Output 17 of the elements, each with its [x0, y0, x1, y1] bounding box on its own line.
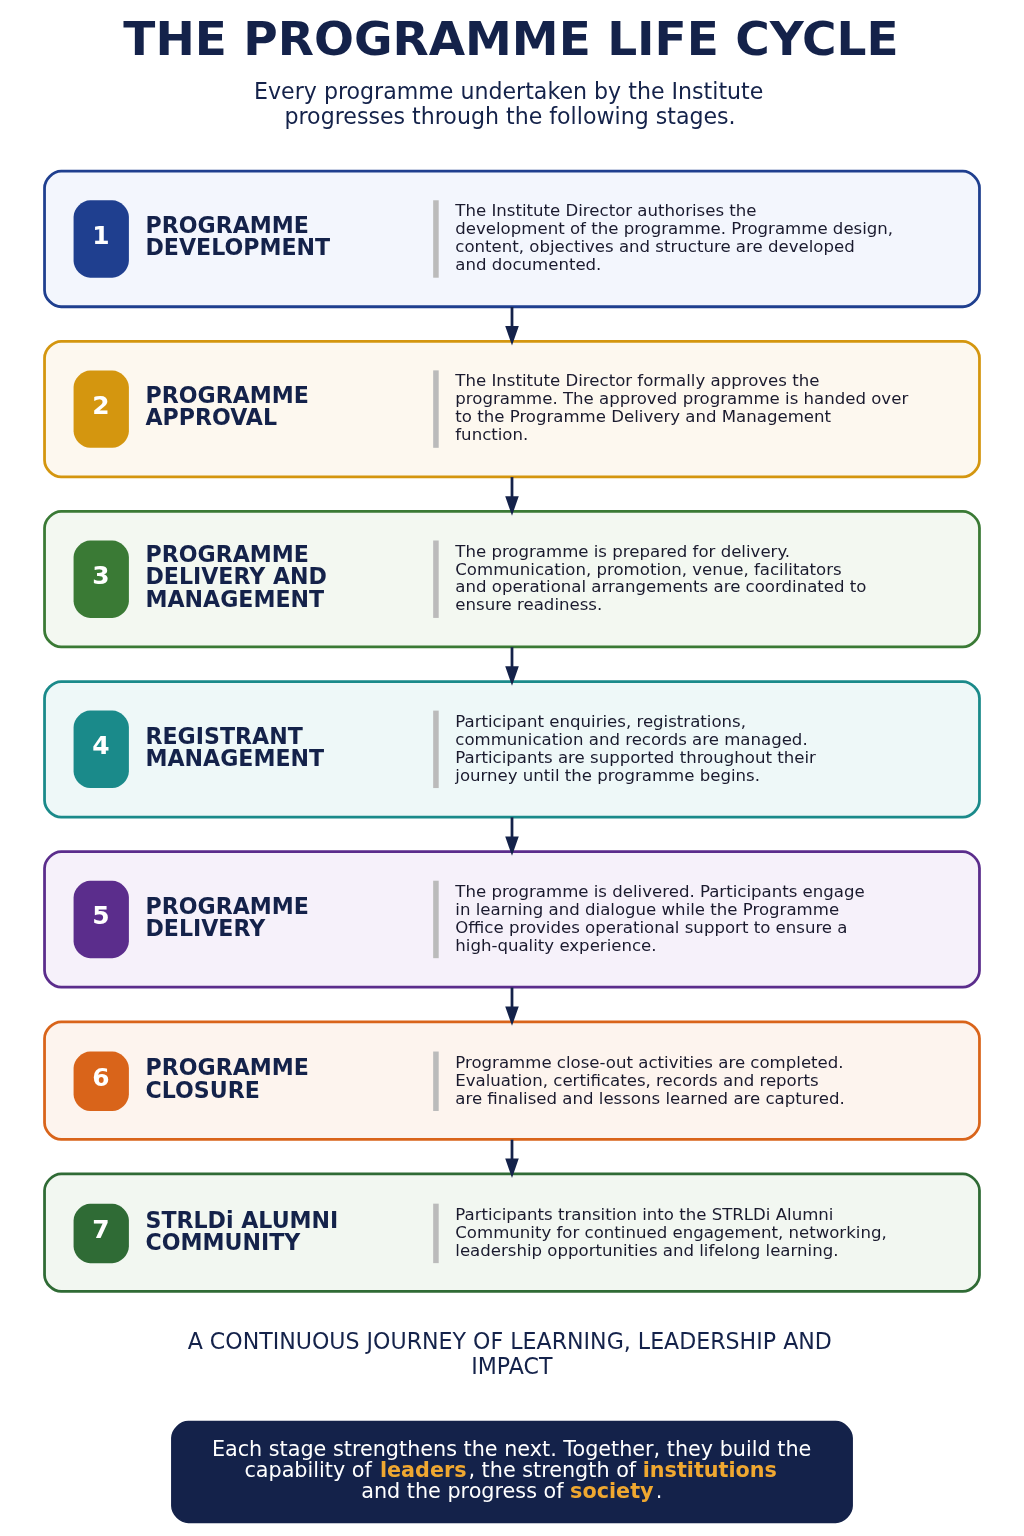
label: Every programme undertaken by the Institute progresses through the following stages.: [254, 78, 764, 129]
node-box: 3 PROGRAMME DELIVERY AND MANAGEMENT The programme is prepared for delivery. Communication, promotion, venue, facilitators and operational arrangements are coordinated to ensure readiness.: [43, 510, 981, 649]
arrow: [505, 987, 519, 1026]
node-box: 4 REGISTRANT MANAGEMENT Participant enquiries, registrations, communication and records are managed. Participants are supported throughout their journey until the programme begins.: [43, 680, 981, 819]
arrow: [505, 647, 519, 686]
arrow: [505, 307, 519, 346]
arrow: [505, 477, 519, 516]
node-box: 2 PROGRAMME APPROVAL The Institute Director formally approves the programme. The approved programme is handed over to the Programme Delivery and Management function.: [43, 339, 981, 479]
arrow: [505, 1139, 519, 1178]
node-box: 1 PROGRAMME DEVELOPMENT The Institute Director authorises the development of the programme. Programme design, content, objectives and structure are developed and documented.: [43, 169, 981, 309]
node-box: 6 PROGRAMME CLOSURE Programme close-out activities are completed. Evaluation, certificates, records and reports are finalised and lessons learned are captured.: [43, 1020, 981, 1141]
diagram-title: THE PROGRAMME LIFE CYCLE: [123, 11, 899, 67]
label: A CONTINUOUS JOURNEY OF LEARNING, LEADERSHIP AND IMPACT: [187, 1328, 832, 1380]
node-box: Each stage strengthens the next. Together, they build the capability of leaders, the strength of institutions and the progress of society.: [171, 1420, 853, 1524]
arrow: [505, 817, 519, 856]
node-box: 5 PROGRAMME DELIVERY The programme is delivered. Participants engage in learning and dialogue while the Programme Office provides operational support to ensure a high-quality experience.: [43, 850, 981, 989]
node-box: 7 STRLDi ALUMNI COMMUNITY Participants transition into the STRLDi Alumni Community for continued engagement, networking, leadership opportunities and lifelong learning.: [43, 1172, 981, 1293]
